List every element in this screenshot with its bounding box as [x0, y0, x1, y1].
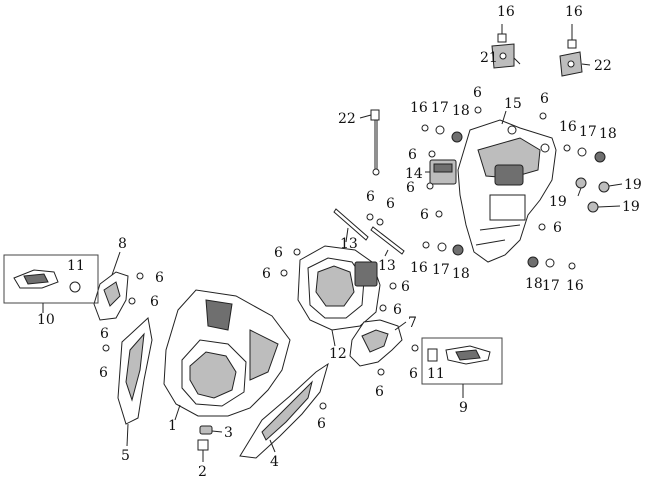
callout-6c: 6 — [99, 365, 108, 381]
callout-13a: 13 — [340, 236, 358, 252]
callout-labels: 1 2 3 4 5 6 6 6 6 6 6 6 6 6 6 6 6 6 6 6 … — [37, 4, 642, 480]
callout-7: 7 — [408, 315, 417, 331]
callout-6h: 6 — [401, 279, 410, 295]
callout-2: 2 — [198, 464, 207, 480]
callout-11a: 11 — [67, 258, 85, 274]
callout-16f: 16 — [566, 278, 584, 294]
callout-15: 15 — [504, 96, 522, 112]
callout-8: 8 — [118, 236, 127, 252]
callout-19b: 19 — [549, 194, 567, 210]
callout-6n: 6 — [540, 91, 549, 107]
part-sensor-rod — [370, 109, 380, 176]
part-bracket-left — [491, 24, 515, 69]
callout-6s: 6 — [100, 326, 109, 342]
callout-6g: 6 — [386, 196, 395, 212]
callout-6d: 6 — [274, 245, 283, 261]
callout-22b: 22 — [338, 111, 356, 127]
callout-6i: 6 — [393, 302, 402, 318]
callout-21: 21 — [480, 50, 498, 66]
part-small-fasteners — [197, 425, 213, 458]
callout-6e: 6 — [262, 266, 271, 282]
callout-16e: 16 — [410, 260, 428, 276]
callout-17d: 17 — [542, 278, 560, 294]
part-headlight — [297, 245, 381, 331]
callout-19a: 19 — [624, 177, 642, 193]
callout-18c: 18 — [452, 266, 470, 282]
callout-3: 3 — [224, 425, 233, 441]
part-headlight-bracket — [457, 119, 557, 263]
callout-18b: 18 — [599, 126, 617, 142]
callout-6m: 6 — [473, 85, 482, 101]
callout-6o: 6 — [408, 147, 417, 163]
callout-17c: 17 — [432, 262, 450, 278]
callout-5: 5 — [121, 448, 130, 464]
callout-6q: 6 — [420, 207, 429, 223]
callout-17a: 17 — [431, 100, 449, 116]
callout-6j: 6 — [409, 366, 418, 382]
part-bolts-and-washers — [102, 106, 610, 410]
callout-16d: 16 — [559, 119, 577, 135]
callout-17b: 17 — [579, 124, 597, 140]
callout-22a: 22 — [594, 58, 612, 74]
part-signal-bracket — [93, 271, 129, 321]
callout-18a: 18 — [452, 103, 470, 119]
part-rods — [333, 208, 405, 255]
callout-13b: 13 — [378, 258, 396, 274]
callout-4: 4 — [270, 454, 279, 470]
callout-6r: 6 — [553, 220, 562, 236]
callout-6l: 6 — [317, 416, 326, 432]
part-side-fairing — [117, 317, 153, 425]
callout-14: 14 — [405, 166, 423, 182]
part-side-panel — [239, 362, 329, 459]
part-left-turn-signal — [3, 254, 99, 304]
callout-10: 10 — [37, 312, 55, 328]
callout-16c: 16 — [410, 100, 428, 116]
part-bracket-right — [559, 24, 583, 77]
callout-6f: 6 — [366, 189, 375, 205]
callout-6p: 6 — [406, 180, 415, 196]
part-right-turn-signal — [421, 337, 503, 385]
callout-18d: 18 — [525, 276, 543, 292]
callout-6b: 6 — [150, 294, 159, 310]
part-front-cowl — [163, 289, 291, 417]
callout-19c: 19 — [622, 199, 640, 215]
callout-16b: 16 — [565, 4, 583, 20]
callout-1: 1 — [168, 418, 177, 434]
leader-lines — [42, 57, 623, 462]
part-module — [429, 159, 457, 185]
callout-11b: 11 — [427, 366, 445, 382]
callout-12: 12 — [329, 346, 347, 362]
callout-6k: 6 — [375, 384, 384, 400]
part-mount-bracket — [349, 319, 403, 367]
callout-16a: 16 — [497, 4, 515, 20]
callout-9: 9 — [459, 400, 468, 416]
callout-6a: 6 — [155, 270, 164, 286]
